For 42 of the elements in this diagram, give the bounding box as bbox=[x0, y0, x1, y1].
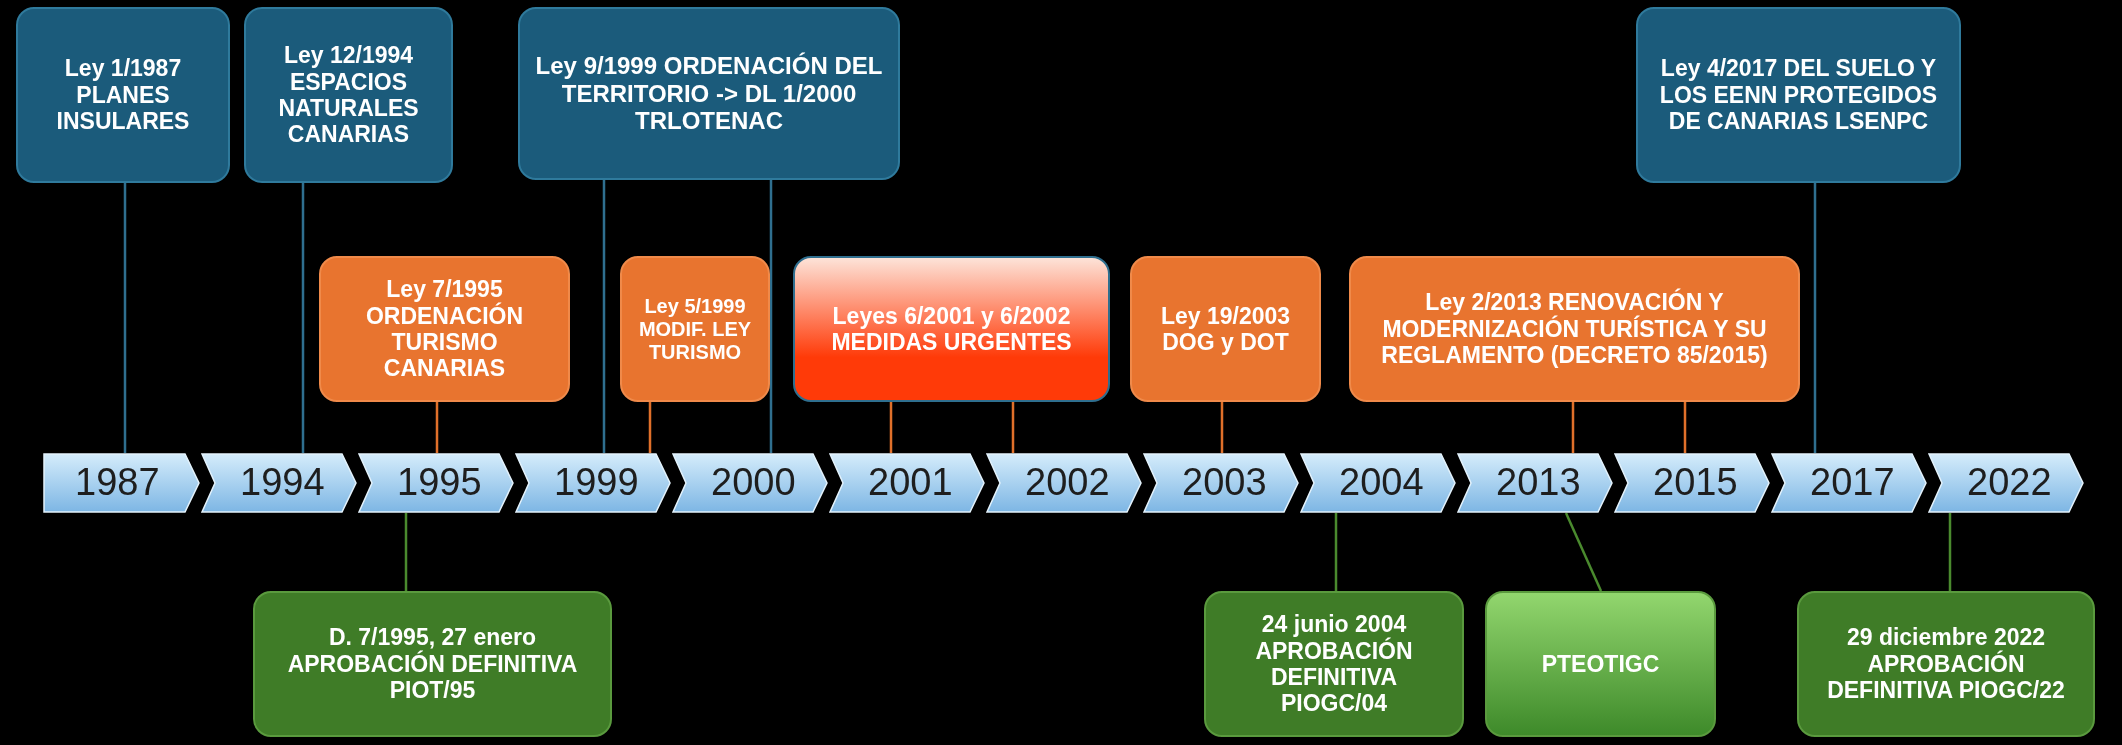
timeline-segment: 1987 bbox=[43, 453, 200, 513]
connector-line bbox=[1220, 402, 1224, 453]
connector-line bbox=[1813, 183, 1817, 453]
timeline-segment: 2001 bbox=[828, 453, 985, 513]
timeline-segment: 1995 bbox=[357, 453, 514, 513]
connector-line bbox=[769, 180, 773, 453]
connector-line bbox=[1564, 512, 1603, 592]
connector-line bbox=[1948, 513, 1952, 591]
connector-line bbox=[648, 402, 652, 453]
timeline-segment: 2004 bbox=[1299, 453, 1456, 513]
event-box: Leyes 6/2001 y 6/2002 MEDIDAS URGENTES bbox=[793, 256, 1110, 402]
event-box: PTEOTIGC bbox=[1485, 591, 1716, 737]
connector-line bbox=[1334, 513, 1338, 591]
connector-line bbox=[301, 183, 305, 453]
event-box: Ley 12/1994 ESPACIOS NATURALES CANARIAS bbox=[244, 7, 453, 183]
event-box: Ley 4/2017 DEL SUELO Y LOS EENN PROTEGIDOS DE CANARIAS LSENPC bbox=[1636, 7, 1961, 183]
event-box: Ley 9/1999 ORDENACIÓN DEL TERRITORIO -> DL 1/2000 TRLOTENAC bbox=[518, 7, 900, 180]
connector-line bbox=[435, 402, 439, 453]
event-box: 29 diciembre 2022 APROBACIÓN DEFINITIVA PIOGC/22 bbox=[1797, 591, 2095, 737]
timeline-segment: 2022 bbox=[1927, 453, 2084, 513]
event-box: D. 7/1995, 27 enero APROBACIÓN DEFINITIVA PIOT/95 bbox=[253, 591, 612, 737]
timeline-segment: 2002 bbox=[985, 453, 1142, 513]
event-box: Ley 5/1999 MODIF. LEY TURISMO bbox=[620, 256, 770, 402]
connector-line bbox=[1571, 402, 1575, 453]
timeline-segment: 2000 bbox=[671, 453, 828, 513]
connector-line bbox=[123, 183, 127, 453]
event-box: 24 junio 2004 APROBACIÓN DEFINITIVA PIOGC/04 bbox=[1204, 591, 1464, 737]
timeline-segment: 2015 bbox=[1613, 453, 1770, 513]
timeline-segment: 2013 bbox=[1456, 453, 1613, 513]
timeline-segment: 1994 bbox=[200, 453, 357, 513]
timeline-segment: 2017 bbox=[1770, 453, 1927, 513]
connector-line bbox=[1683, 402, 1687, 453]
timeline-segment: 1999 bbox=[514, 453, 671, 513]
event-box: Ley 2/2013 RENOVACIÓN Y MODERNIZACIÓN TURÍSTICA Y SU REGLAMENTO (DECRETO 85/2015) bbox=[1349, 256, 1800, 402]
timeline-segment: 2003 bbox=[1142, 453, 1299, 513]
event-box: Ley 1/1987 PLANES INSULARES bbox=[16, 7, 230, 183]
connector-line bbox=[1011, 402, 1015, 453]
event-box: Ley 7/1995 ORDENACIÓN TURISMO CANARIAS bbox=[319, 256, 570, 402]
connector-line bbox=[602, 180, 606, 453]
event-box: Ley 19/2003 DOG y DOT bbox=[1130, 256, 1321, 402]
connector-line bbox=[889, 402, 893, 453]
connector-line bbox=[404, 513, 408, 591]
